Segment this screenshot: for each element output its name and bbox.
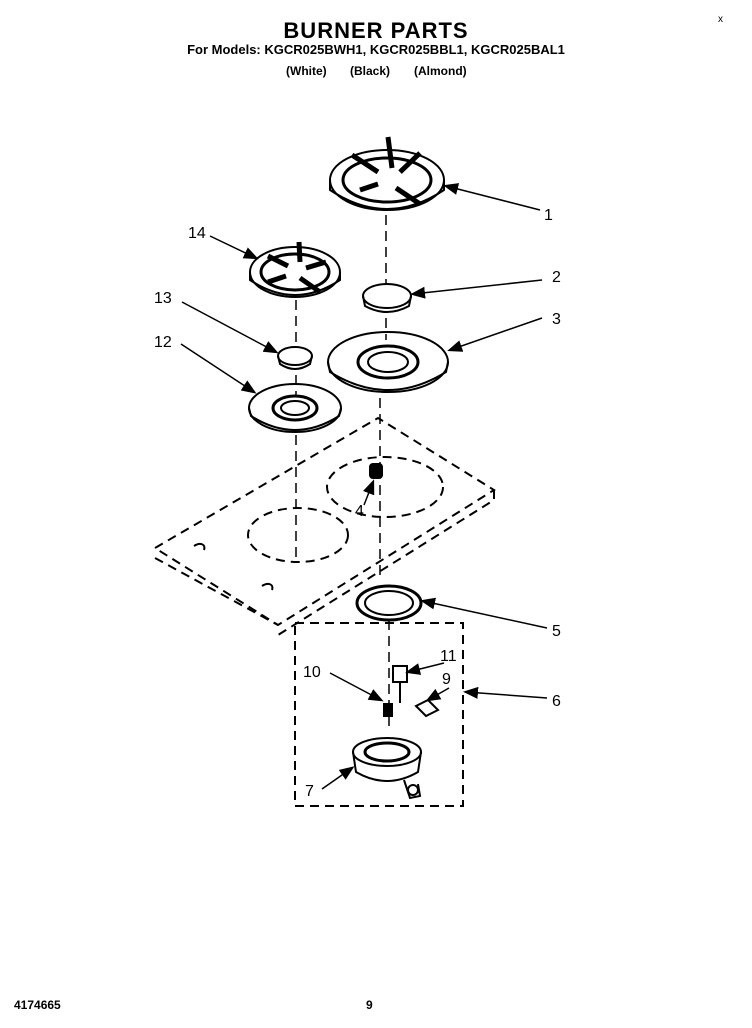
burner-ring — [355, 584, 423, 622]
callout-7: 7 — [305, 783, 314, 800]
electrode-part-11 — [392, 665, 408, 703]
callout-13: 13 — [154, 290, 172, 307]
page-title: BURNER PARTS — [283, 18, 469, 43]
large-burner-grate — [329, 136, 445, 211]
callout-10: 10 — [303, 664, 321, 681]
large-burner-base — [327, 331, 449, 393]
page-number: 9 — [366, 998, 373, 1012]
corner-mark: x — [718, 14, 723, 25]
panel-hole-left — [193, 542, 206, 551]
color-black-label: (Black) — [350, 64, 391, 78]
fastener-part-4 — [369, 463, 383, 479]
models-line: For Models: KGCR025BWH1, KGCR025BBL1, KG… — [187, 42, 565, 57]
large-burner-cap — [362, 283, 412, 313]
cooktop-panel — [153, 416, 496, 636]
callout-12: 12 — [154, 334, 172, 351]
small-burner-cap — [277, 346, 313, 370]
callout-3: 3 — [552, 311, 561, 328]
color-white-label: (White) — [286, 64, 327, 78]
small-burner-base — [248, 383, 342, 433]
callout-11: 11 — [440, 648, 457, 665]
callout-6: 6 — [552, 693, 561, 710]
clip-part-9 — [414, 698, 440, 718]
valve-assembly-box — [294, 622, 464, 807]
callout-9: 9 — [442, 671, 451, 688]
small-burner-grate — [249, 241, 341, 298]
callout-5: 5 — [552, 623, 561, 640]
panel-hole-right — [261, 582, 274, 591]
color-almond-label: (Almond) — [414, 64, 467, 78]
burner-head-part-7 — [352, 737, 422, 800]
callout-1: 1 — [544, 207, 553, 224]
callout-2: 2 — [552, 269, 561, 286]
document-number: 4174665 — [14, 998, 61, 1012]
callout-14: 14 — [188, 225, 206, 242]
screw-part-10 — [383, 703, 393, 717]
callout-4: 4 — [355, 503, 364, 520]
leader-lines — [180, 183, 548, 790]
